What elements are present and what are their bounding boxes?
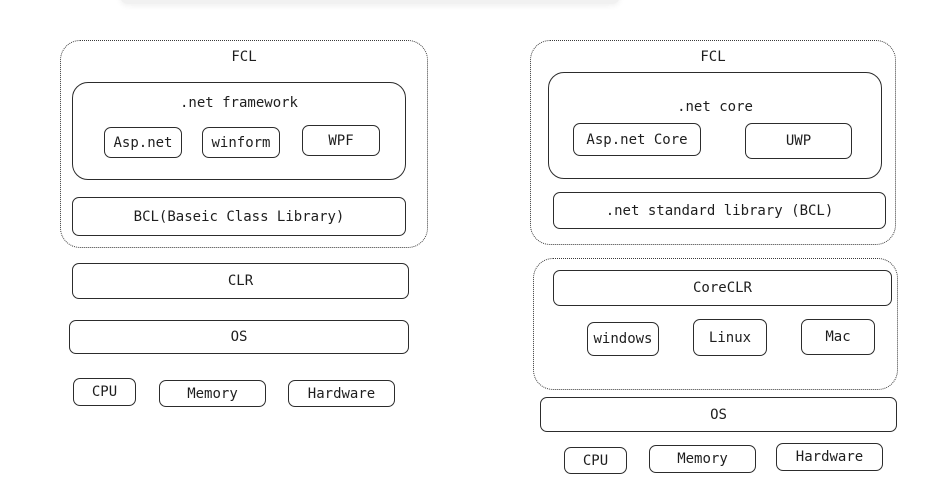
left-os-box: OS bbox=[69, 320, 409, 354]
left-framework-item-winform: winform bbox=[202, 127, 280, 158]
right-hardware-box: Hardware bbox=[776, 443, 883, 471]
left-bcl-box: BCL(Baseic Class Library) bbox=[72, 197, 406, 236]
right-platform-mac: Mac bbox=[801, 319, 875, 355]
left-memory-box: Memory bbox=[159, 380, 266, 407]
right-fcl-label: FCL bbox=[700, 49, 726, 65]
top-decoration bbox=[120, 0, 620, 4]
left-clr-box: CLR bbox=[72, 263, 409, 299]
right-cpu-box: CPU bbox=[564, 447, 627, 474]
left-framework-title: .net framework bbox=[179, 95, 298, 111]
right-core-item-uwp: UWP bbox=[745, 123, 852, 159]
left-fcl-group: FCL bbox=[60, 40, 428, 248]
left-framework-item-aspnet: Asp.net bbox=[104, 127, 182, 158]
right-platform-windows: windows bbox=[587, 322, 659, 356]
left-fcl-label: FCL bbox=[231, 49, 257, 65]
left-cpu-box: CPU bbox=[73, 378, 136, 406]
right-fcl-group: FCL bbox=[530, 40, 896, 245]
right-platform-linux: Linux bbox=[693, 319, 767, 356]
right-core-item-aspnetcore: Asp.net Core bbox=[573, 123, 701, 156]
right-coreclr-group bbox=[533, 258, 898, 390]
right-core-title: .net core bbox=[677, 99, 753, 115]
right-memory-box: Memory bbox=[649, 445, 756, 473]
right-os-box: OS bbox=[540, 397, 897, 432]
left-framework-item-wpf: WPF bbox=[302, 125, 380, 156]
right-coreclr-box: CoreCLR bbox=[553, 270, 892, 306]
right-standard-library-box: .net standard library (BCL) bbox=[553, 192, 886, 229]
left-hardware-box: Hardware bbox=[288, 380, 395, 407]
